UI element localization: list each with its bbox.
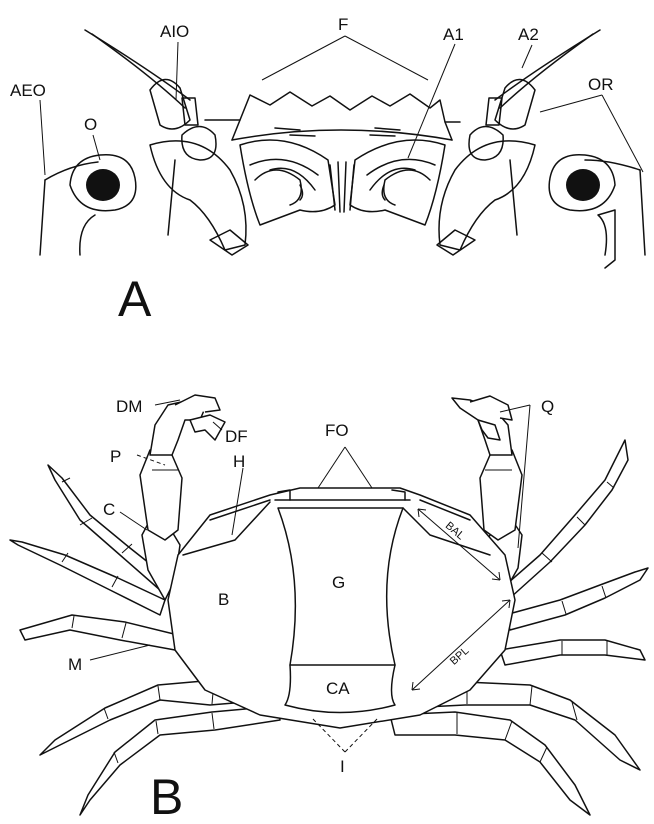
label-ca: CA xyxy=(326,679,350,698)
label-dm: DM xyxy=(116,397,142,416)
panel-b-letter: B xyxy=(150,769,183,819)
label-g: G xyxy=(332,573,345,592)
label-aio: AIO xyxy=(160,22,189,41)
panel-a-drawing xyxy=(40,30,645,268)
left-eye-shape xyxy=(86,169,120,201)
label-f: F xyxy=(338,15,348,34)
label-q: Q xyxy=(541,397,554,416)
label-or: OR xyxy=(588,75,614,94)
label-b: B xyxy=(218,590,229,609)
label-m: M xyxy=(68,655,82,674)
label-fo: FO xyxy=(325,421,349,440)
label-aeo: AEO xyxy=(10,81,46,100)
label-df: DF xyxy=(225,427,248,446)
label-c: C xyxy=(103,500,115,519)
right-eye-shape xyxy=(566,169,600,201)
label-a2: A2 xyxy=(518,25,539,44)
label-a1: A1 xyxy=(443,25,464,44)
label-o: O xyxy=(84,115,97,134)
label-p: P xyxy=(110,447,121,466)
label-i: I xyxy=(340,757,345,776)
panel-a-letter: A xyxy=(118,271,152,327)
label-h: H xyxy=(233,452,245,471)
panel-a-leader-lines xyxy=(40,36,643,175)
